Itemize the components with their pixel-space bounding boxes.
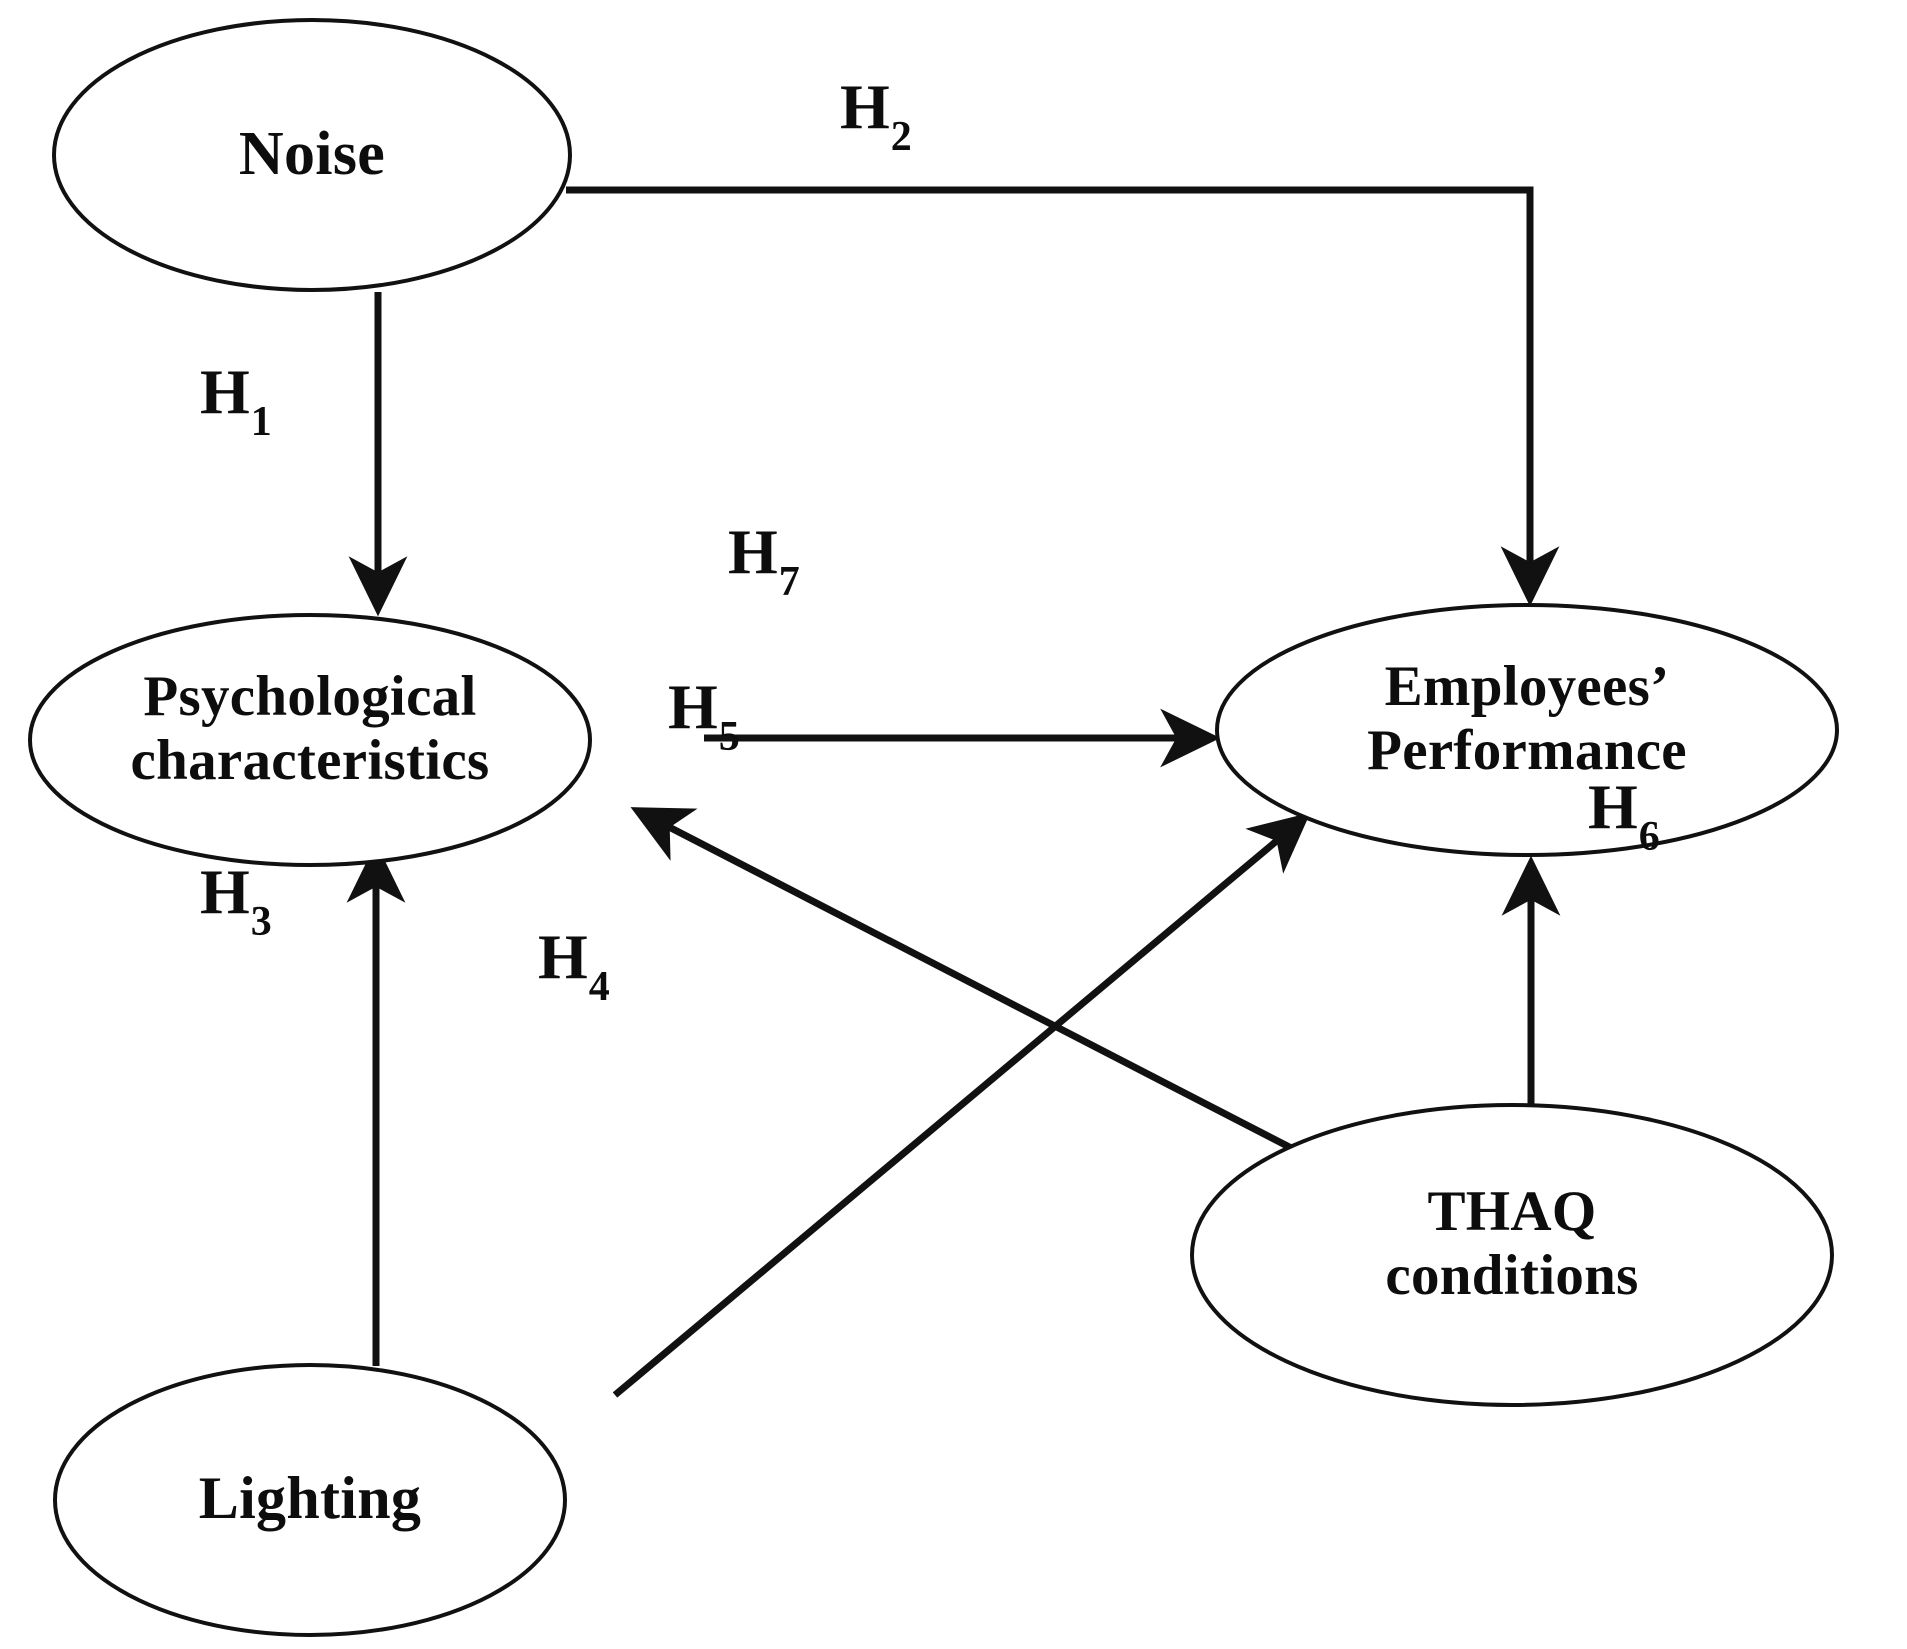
edge-label-h7-letter: H [728,516,778,587]
edge-label-h4-letter: H [538,921,588,992]
edge-label-h1-letter: H [200,356,250,427]
edge-label-h5: H5 [668,675,740,758]
edge-label-h4: H4 [538,925,610,1008]
edge-label-h3-letter: H [200,856,250,927]
edge-h5-thaq-to-psych [630,807,1301,1156]
edge-label-h3: H3 [200,860,272,943]
node-psychological-characteristics[interactable] [28,613,592,867]
node-lighting[interactable] [53,1363,567,1637]
node-employees-performance[interactable] [1215,603,1839,857]
edge-label-h1: H1 [200,360,272,443]
node-noise[interactable] [52,18,572,292]
edge-label-h4-subscript: 4 [588,963,610,1010]
edge-h2-noise-to-performance [566,186,1560,607]
edge-label-h2-letter: H [840,71,890,142]
edge-label-h6-letter: H [1588,771,1638,842]
edge-h4-lighting-to-performance [612,812,1311,1398]
edge-label-h7-subscript: 7 [778,558,800,605]
edge-label-h1-subscript: 1 [250,398,272,445]
edge-label-h2-subscript: 2 [890,113,912,160]
node-thaq-conditions[interactable] [1190,1103,1834,1407]
edge-label-h6: H6 [1588,775,1660,858]
edge-label-h3-subscript: 3 [250,898,272,945]
edge-label-h2: H2 [840,75,912,158]
edge-label-h6-subscript: 6 [1638,813,1660,860]
edge-label-h5-letter: H [668,671,718,742]
edge-label-h7: H7 [728,520,800,603]
edge-label-h5-subscript: 5 [718,713,740,760]
